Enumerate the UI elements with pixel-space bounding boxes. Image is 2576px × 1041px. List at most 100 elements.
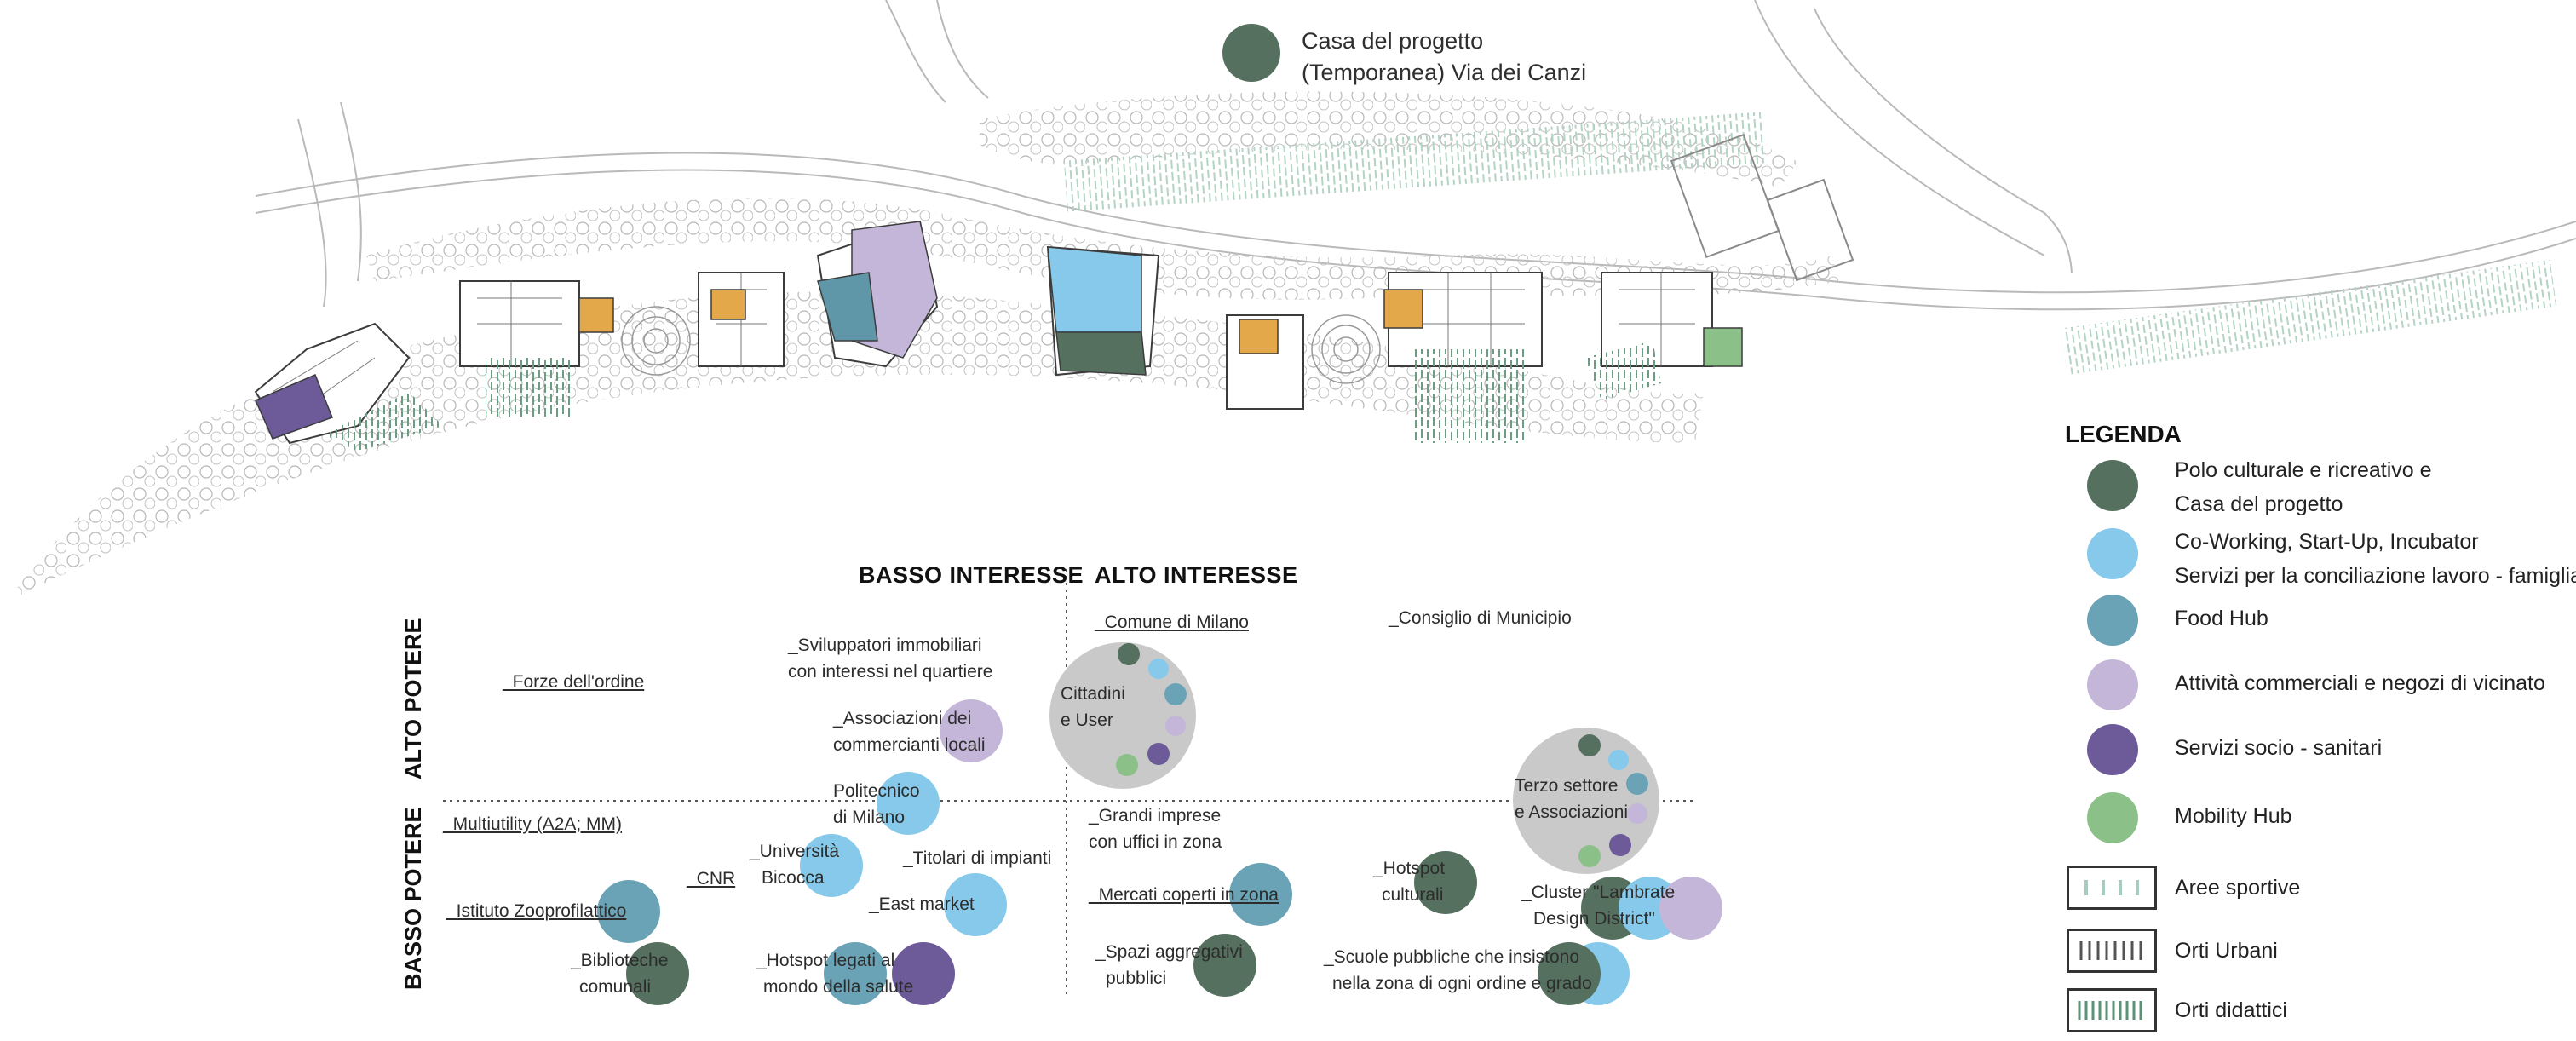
legend-title: LEGENDA [2065, 421, 2182, 447]
label-grandi: _Grandi imprese con uffici in zona [1089, 802, 1222, 855]
commerciali-icon [2087, 659, 2138, 710]
casa-label: Casa del progetto (Temporanea) Via dei C… [1302, 26, 1586, 89]
label-cittadini-2: e User [1061, 710, 1113, 730]
label-cluster-2: Design District" [1533, 909, 1655, 929]
label-multiutility: _Multiutility (A2A; MM) [443, 811, 622, 837]
alto-potere-header: ALTO POTERE [400, 618, 426, 779]
label-spazi-2: pubblici [1106, 969, 1167, 988]
legend-item-coworking: Co-Working, Start-Up, Incubator Servizi … [2087, 528, 2576, 588]
label-sviluppatori-2: con interessi nel quartiere [788, 662, 993, 682]
label-scuole-1: _Scuole pubbliche che insistono [1324, 947, 1580, 967]
legend-item-polo-culturale: Polo culturale e ricreativo e Casa del p… [2087, 458, 2576, 516]
label-cnr: _CNR [687, 866, 735, 892]
dot-mercati [1229, 863, 1292, 926]
label-hotspot-culturali-1: _Hotspot [1373, 859, 1446, 878]
label-titolari-text: _Titolari di impianti [903, 848, 1052, 868]
label-politecnico: Politecnico di Milano [833, 778, 920, 831]
label-cittadini: Cittadini e User [1061, 681, 1125, 733]
label-terzo-settore-2: e Associazioni [1515, 802, 1629, 822]
label-biblioteche-1: _Biblioteche [571, 951, 669, 970]
stakeholder-dots [597, 699, 1722, 1005]
label-hotspot-salute-1: _Hotspot legati al [756, 951, 895, 970]
label-associazioni: _Associazioni dei commercianti locali [833, 705, 986, 758]
legend-food-hub: Food Hub [2175, 607, 2268, 630]
basso-interesse-header: BASSO INTERESSE [859, 562, 1084, 588]
label-cittadini-1: Cittadini [1061, 684, 1125, 704]
dot-istituto [597, 880, 660, 943]
label-hotspot-salute-2: mondo della salute [763, 977, 914, 997]
casa-line1: Casa del progetto [1302, 28, 1484, 54]
label-spazi: _Spazi aggregativi pubblici [1095, 939, 1243, 992]
legend-item-socio-sanitari: Servizi socio - sanitari [2087, 724, 2576, 779]
label-forze: _Forze dell'ordine [503, 669, 644, 695]
label-mercati: _Mercati coperti in zona [1089, 882, 1279, 908]
orti-didattici-icon [2067, 988, 2157, 1032]
alto-interesse-header: ALTO INTERESSE [1095, 562, 1298, 588]
label-cluster-1: _Cluster "Lambrate [1521, 883, 1676, 902]
legend-item-commerciali: Attività commerciali e negozi di vicinat… [2087, 659, 2576, 714]
legend-orti-urbani: Orti Urbani [2175, 939, 2278, 963]
matrix-axes [443, 569, 1695, 997]
label-hotspot-culturali: _Hotspot culturali [1373, 855, 1445, 908]
label-east-market-text: _East market [869, 894, 975, 914]
aree-sportive-icon [2067, 866, 2157, 910]
label-sviluppatori: _Sviluppatori immobiliari con interessi … [788, 632, 992, 685]
sports-strip-east [2061, 259, 2557, 376]
building-details [272, 273, 1695, 418]
polo-culturale-icon [2087, 460, 2138, 511]
legend-aree-sportive: Aree sportive [2175, 876, 2301, 900]
dot-biblioteche [626, 942, 689, 1005]
label-titolari: _Titolari di impianti [903, 845, 1051, 871]
label-associazioni-2: commercianti locali [833, 735, 986, 755]
sports-strip [1063, 112, 1765, 212]
legend-polo-line2: Casa del progetto [2175, 492, 2343, 516]
terzo-dots [1578, 734, 1648, 867]
label-associazioni-1: _Associazioni dei [833, 709, 972, 728]
label-hotspot-salute: _Hotspot legati al mondo della salute [756, 947, 913, 1000]
label-istituto: _Istituto Zooprofilattico [446, 898, 626, 924]
dot-hotspot-salute-1 [824, 942, 887, 1005]
road-lines [255, 0, 2576, 311]
dot-titolari [944, 873, 1007, 936]
circular-plazas [621, 306, 1381, 384]
dot-cluster-3 [1659, 877, 1722, 940]
food-hub-icon [2087, 595, 2138, 646]
orti-urbani-icon [2067, 929, 2157, 973]
label-cluster: _Cluster "Lambrate Design District" [1521, 879, 1675, 932]
label-terzo-settore-1: Terzo settore [1515, 776, 1619, 796]
label-biblioteche: _Biblioteche comunali [571, 947, 668, 1000]
socio-sanitari-icon [2087, 724, 2138, 775]
label-sviluppatori-1: _Sviluppatori immobiliari [788, 636, 982, 655]
polo-culturale-dot [1222, 24, 1280, 82]
dot-spazi [1193, 934, 1256, 997]
legend-item-orti-urbani: Orti Urbani [2067, 929, 2576, 983]
label-consiglio-text: _Consiglio di Municipio [1389, 608, 1572, 628]
label-universita: _Università Bicocca [750, 838, 839, 891]
legend-socio-sanitari: Servizi socio - sanitari [2175, 736, 2383, 760]
label-universita-1: _Università [750, 842, 840, 861]
label-spazi-1: _Spazi aggregativi [1095, 942, 1243, 962]
dot-hotspot-culturali [1414, 851, 1477, 914]
sports-field [1670, 133, 1854, 282]
label-istituto-text: _Istituto Zooprofilattico [446, 901, 627, 921]
urban-gardens [324, 341, 1661, 451]
label-cnr-text: _CNR [687, 869, 736, 889]
label-comune-text: _Comune di Milano [1095, 613, 1249, 632]
legend-commerciali: Attività commerciali e negozi di vicinat… [2175, 671, 2545, 695]
label-universita-2: Bicocca [762, 868, 825, 888]
cittadini-dots [1116, 643, 1187, 776]
label-grandi-1: _Grandi imprese [1089, 806, 1222, 825]
coworking-icon [2087, 528, 2138, 579]
dot-associazioni [940, 699, 1003, 762]
label-consiglio: _Consiglio di Municipio [1389, 605, 1572, 631]
legend-item-aree-sportive: Aree sportive [2067, 866, 2576, 920]
mobility-icon [2087, 792, 2138, 843]
label-scuole-2: nella zona di ogni ordine e grado [1332, 974, 1592, 993]
label-forze-text: _Forze dell'ordine [503, 672, 645, 692]
dot-universita [800, 834, 863, 897]
label-politecnico-2: di Milano [833, 808, 906, 827]
label-east-market: _East market [869, 891, 975, 917]
legend-item-mobility: Mobility Hub [2087, 792, 2576, 847]
